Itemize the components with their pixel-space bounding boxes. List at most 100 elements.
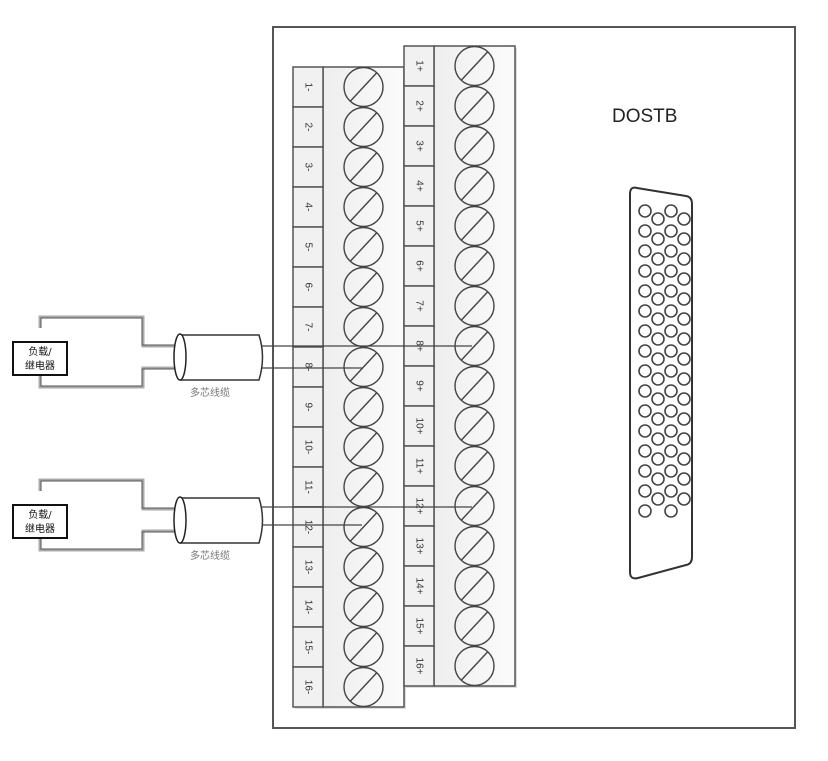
dsub-pin	[677, 292, 691, 306]
dsub-pin	[677, 472, 691, 486]
screw-head-icon	[343, 546, 384, 588]
screw-slot-icon	[349, 192, 378, 222]
harness-bottom-line	[40, 368, 175, 387]
dsub-pin	[638, 264, 652, 278]
terminal-screw[interactable]	[454, 405, 495, 447]
dsub-pin	[664, 344, 678, 358]
terminal-label: 11-	[302, 480, 313, 494]
screw-head-icon	[454, 525, 495, 567]
terminal-label: 11+	[413, 458, 424, 474]
terminal-screw[interactable]	[343, 186, 384, 228]
dsub-pin	[638, 344, 652, 358]
dsub-pin	[651, 272, 665, 286]
screw-slot-icon	[460, 291, 489, 321]
terminal-screw[interactable]	[343, 626, 384, 668]
terminal-screw[interactable]	[343, 386, 384, 428]
screw-head-icon	[454, 605, 495, 647]
terminal-screw[interactable]	[454, 205, 495, 247]
screw-head-icon	[343, 586, 384, 628]
terminal-screw[interactable]	[454, 165, 495, 207]
dsub-pin	[677, 232, 691, 246]
dsub-pin	[651, 372, 665, 386]
harness-bottom-line	[40, 531, 175, 550]
terminal-screw[interactable]	[343, 266, 384, 308]
terminal-screw[interactable]	[343, 226, 384, 268]
positive-label-cell	[403, 45, 435, 87]
dsub-pin	[638, 224, 652, 238]
terminal-label: 13-	[302, 560, 313, 574]
dsub-pin	[664, 404, 678, 418]
negative-label-cell	[292, 186, 324, 228]
terminal-label: 3-	[302, 163, 313, 172]
terminal-screw[interactable]	[343, 146, 384, 188]
terminal-screw[interactable]	[454, 285, 495, 327]
terminal-screw[interactable]	[343, 426, 384, 468]
terminal-screw[interactable]	[343, 586, 384, 628]
harness-bottom	[38, 529, 175, 552]
screw-head-icon	[454, 565, 495, 607]
screw-head-icon	[454, 365, 495, 407]
screw-slot-icon	[349, 112, 378, 142]
screw-slot-icon	[460, 531, 489, 561]
screw-slot-icon	[460, 91, 489, 121]
terminal-label: 1+	[413, 60, 424, 72]
terminal-screw[interactable]	[343, 666, 384, 708]
terminal-screw[interactable]	[454, 565, 495, 607]
dsub-pin	[677, 492, 691, 506]
terminal-screw[interactable]	[454, 525, 495, 567]
dsub-pin	[651, 412, 665, 426]
dsub-pin	[638, 364, 652, 378]
terminal-screw[interactable]	[454, 605, 495, 647]
negative-label-cell	[292, 146, 324, 188]
terminal-label: 10-	[302, 440, 313, 454]
terminal-screw[interactable]	[343, 546, 384, 588]
terminal-screw[interactable]	[454, 245, 495, 287]
terminal-screw[interactable]	[454, 645, 495, 687]
load-relay-box[interactable]: 负载/继电器	[12, 504, 68, 539]
dsub-pin	[651, 252, 665, 266]
screw-head-icon	[343, 426, 384, 468]
terminal-label: 4+	[413, 180, 424, 192]
dsub-pin	[664, 244, 678, 258]
terminal-screw[interactable]	[454, 45, 495, 87]
board-title: DOSTB	[612, 106, 677, 127]
terminal-screw[interactable]	[454, 445, 495, 487]
terminal-screw[interactable]	[343, 106, 384, 148]
dsub-pin	[664, 204, 678, 218]
dsub-pin	[677, 392, 691, 406]
terminal-screw[interactable]	[343, 346, 384, 388]
load-relay-box[interactable]: 负载/继电器	[12, 341, 68, 376]
screw-slot-icon	[460, 651, 489, 681]
harness-top-line	[40, 480, 175, 509]
terminal-label: 7+	[413, 300, 424, 312]
screw-slot-icon	[349, 272, 378, 302]
screw-slot-icon	[460, 131, 489, 161]
cable-end-icon	[173, 496, 187, 544]
dsub-pin	[677, 432, 691, 446]
screw-head-icon	[454, 285, 495, 327]
dsub-pin	[664, 324, 678, 338]
terminal-label: 5-	[302, 243, 313, 252]
harness-bottom	[38, 366, 175, 389]
negative-label-cell	[292, 426, 324, 468]
terminal-screw[interactable]	[343, 66, 384, 108]
terminal-label: 2+	[413, 100, 424, 112]
negative-label-cell	[292, 346, 324, 388]
dsub-pin	[638, 384, 652, 398]
load-box-frame	[12, 504, 68, 539]
dsub-pin	[651, 292, 665, 306]
screw-slot-icon	[460, 411, 489, 441]
negative-label-cell	[292, 466, 324, 508]
terminal-label: 15+	[413, 618, 424, 635]
harness-top-line	[40, 317, 175, 346]
terminal-screw[interactable]	[454, 365, 495, 407]
terminal-screw[interactable]	[454, 125, 495, 167]
screw-head-icon	[454, 245, 495, 287]
screw-slot-icon	[349, 152, 378, 182]
dsub-pin	[638, 284, 652, 298]
terminal-screw[interactable]	[454, 85, 495, 127]
screw-slot-icon	[460, 371, 489, 401]
negative-label-cell	[292, 546, 324, 588]
terminal-screw[interactable]	[454, 485, 495, 527]
negative-label-cell	[292, 666, 324, 708]
